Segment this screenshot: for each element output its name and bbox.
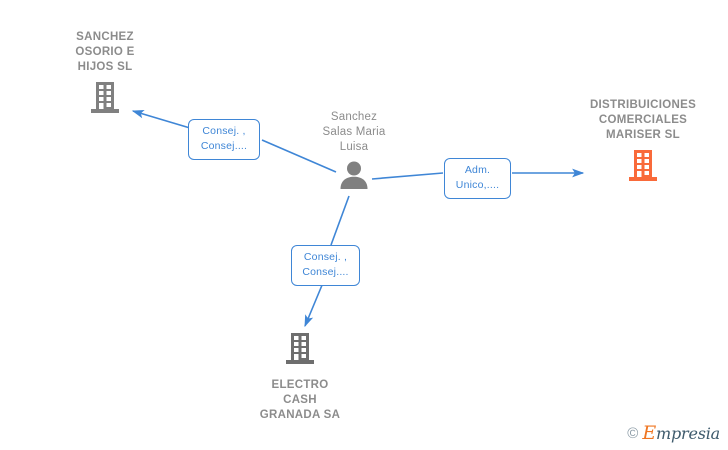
node-label-sanchez-osorio: SANCHEZ OSORIO E HIJOS SL bbox=[75, 31, 135, 73]
node-sanchez-osorio[interactable]: SANCHEZ OSORIO E HIJOS SL bbox=[45, 30, 165, 120]
edge-line-sanchez-osorio bbox=[131, 109, 337, 173]
brand-logo: Empresia bbox=[642, 422, 720, 444]
node-electro-cash[interactable]: ELECTRO CASH GRANADA SA bbox=[240, 332, 360, 423]
building-icon bbox=[628, 149, 658, 188]
node-label-maria-luisa: Sanchez Salas Maria Luisa bbox=[322, 111, 386, 153]
node-mariser[interactable]: DISTRIBUICIONES COMERCIALES MARISER SL bbox=[563, 98, 723, 188]
edge-label-sanchez-osorio[interactable]: Consej. , Consej.... bbox=[188, 119, 260, 160]
edge-line-mariser bbox=[371, 168, 585, 180]
brand-initial: E bbox=[642, 422, 656, 444]
copyright-icon: © bbox=[627, 425, 639, 442]
edge-label-mariser[interactable]: Adm. Unico,.... bbox=[444, 158, 511, 199]
node-label-electro-cash: ELECTRO CASH GRANADA SA bbox=[259, 379, 341, 421]
building-icon bbox=[90, 81, 120, 120]
node-maria-luisa[interactable]: Sanchez Salas Maria Luisa bbox=[294, 110, 414, 195]
watermark: © Empresia bbox=[627, 422, 720, 444]
person-icon bbox=[339, 160, 369, 195]
node-label-mariser: DISTRIBUICIONES COMERCIALES MARISER SL bbox=[589, 99, 697, 141]
brand-rest: mpresia bbox=[656, 424, 720, 443]
edge-line-electro-cash bbox=[304, 195, 350, 328]
edge-label-electro-cash[interactable]: Consej. , Consej.... bbox=[291, 245, 360, 286]
building-icon bbox=[285, 332, 315, 371]
